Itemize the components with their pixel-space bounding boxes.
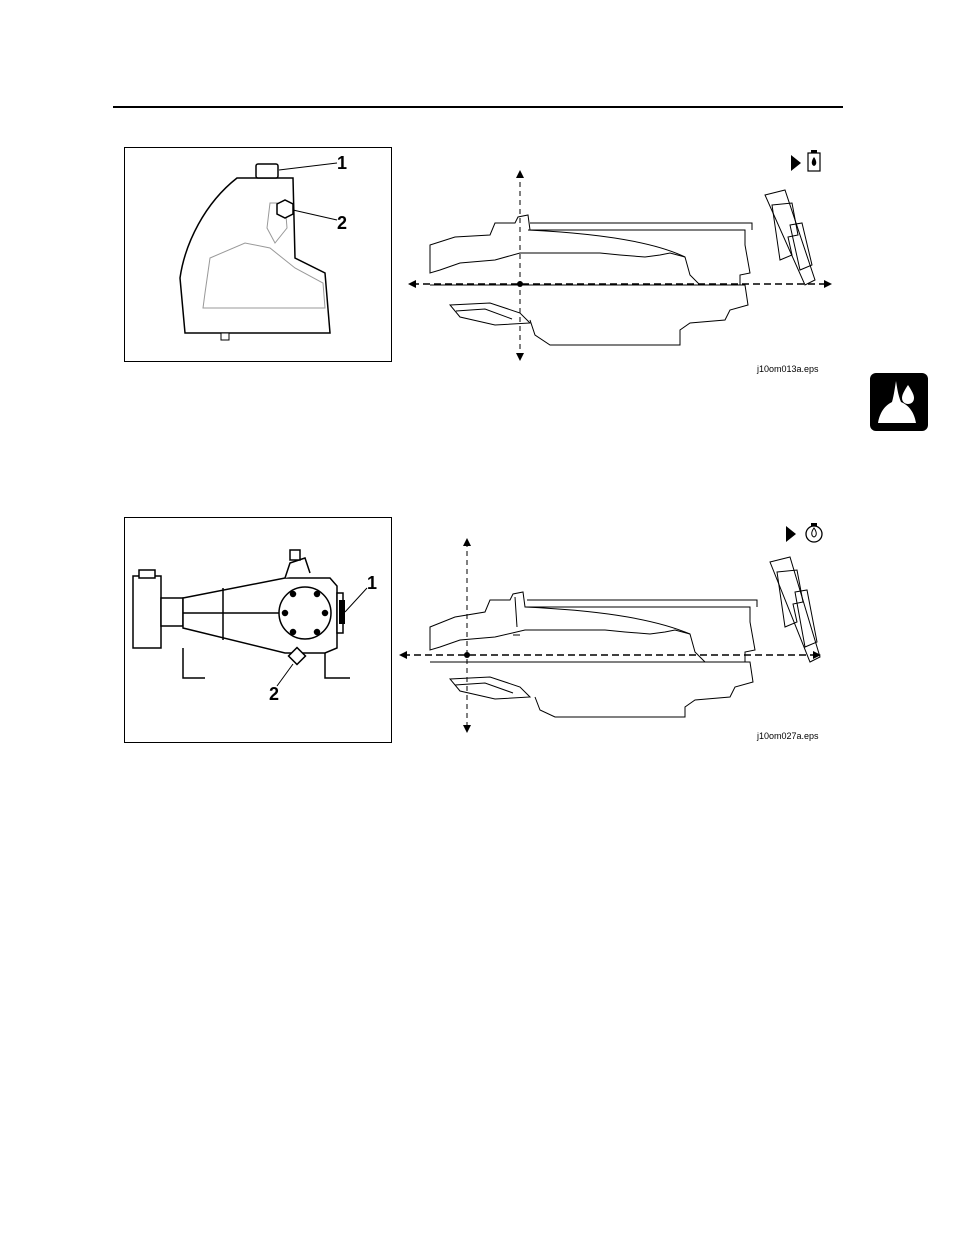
- oil-filler-icon: [339, 600, 345, 624]
- fuel-tank-drawing: [125, 148, 391, 361]
- filler-cap-icon: [256, 164, 278, 178]
- machine-outline: [430, 557, 820, 717]
- machine-location-diagram-engine-oil: [395, 517, 835, 737]
- fuel-tank-icon: [791, 150, 820, 171]
- fluids-tab: [870, 373, 928, 431]
- service-point-marker: [517, 281, 523, 287]
- file-reference: j10om027a.eps: [757, 731, 819, 741]
- callout-1: 1: [337, 154, 347, 172]
- header-rule: [113, 106, 843, 108]
- fluids-drops-icon: [870, 373, 928, 431]
- fuel-sender-hex-icon: [277, 200, 293, 218]
- engine-oil-detail-panel: 1 2: [124, 517, 392, 743]
- callout-2: 2: [269, 685, 279, 703]
- fuel-tank-detail-panel: 1 2: [124, 147, 392, 362]
- service-point-marker: [464, 652, 470, 658]
- engine-oil-icon: [786, 523, 822, 542]
- machine-location-diagram-fuel: [400, 145, 840, 365]
- file-reference: j10om013a.eps: [757, 364, 819, 374]
- machine-outline: [430, 190, 815, 345]
- callout-2: 2: [337, 214, 347, 232]
- engine-drawing: [125, 518, 391, 742]
- callout-1: 1: [367, 574, 377, 592]
